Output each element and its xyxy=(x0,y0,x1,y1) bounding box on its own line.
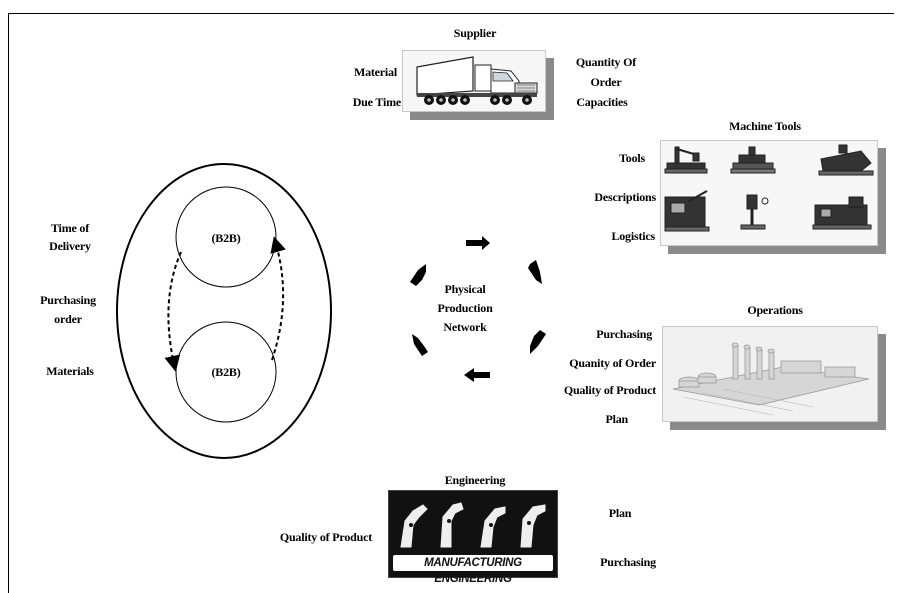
machine-tools-label-logistics: Logistics xyxy=(611,229,655,243)
machine-tools-title: Machine Tools xyxy=(729,119,801,133)
machine-tools-image-panel xyxy=(660,140,878,246)
b2b-label-order: order xyxy=(54,312,82,326)
b2b-bottom-label: (B2B) xyxy=(211,365,241,379)
engineering-label-purchasing: Purchasing xyxy=(600,555,656,569)
supplier-label-due-time: Due Time xyxy=(352,95,401,109)
network-arrow-south xyxy=(530,330,546,354)
supplier-label-order: Order xyxy=(590,75,622,89)
b2b-label-materials: Materials xyxy=(46,364,94,378)
network-arrow-southwest xyxy=(412,334,428,356)
network-arrow-north xyxy=(410,264,426,286)
b2b-label-delivery: Delivery xyxy=(49,239,91,253)
machine-tools-icon xyxy=(664,144,874,232)
network-label-network: Network xyxy=(443,320,487,334)
operations-label-plan: Plan xyxy=(605,412,628,426)
network-arrow-west xyxy=(464,368,490,382)
operations-label-quality-of-product: Quality of Product xyxy=(563,383,656,397)
diagram-frame xyxy=(8,13,894,593)
operations-label-quanity-of-order: Quanity of Order xyxy=(569,356,656,370)
supplier-label-capacities: Capacities xyxy=(576,95,628,109)
truck-icon xyxy=(416,56,538,105)
b2b-outer-ellipse xyxy=(116,163,332,459)
engineering-image-panel: MANUFACTURING ENGINEERING xyxy=(388,490,558,585)
machine-tools-label-descriptions: Descriptions xyxy=(594,190,656,204)
b2b-arrow-down xyxy=(164,251,182,372)
b2b-top-label: (B2B) xyxy=(211,231,241,245)
engineering-banner: MANUFACTURING ENGINEERING xyxy=(393,555,553,585)
machine-tools-label-tools: Tools xyxy=(619,151,645,165)
network-arrows xyxy=(410,236,546,382)
factory-icon xyxy=(672,342,870,416)
engineering-label-plan: Plan xyxy=(608,506,632,520)
b2b-label-time-of: Time of xyxy=(50,221,90,235)
engineering-label-quality-of-product: Quality of Product xyxy=(279,530,372,544)
operations-label-purchasing: Purchasing xyxy=(596,327,652,341)
b2b-bottom-circle xyxy=(175,321,277,423)
operations-title: Operations xyxy=(747,303,803,317)
supplier-title: Supplier xyxy=(453,26,497,40)
robot-arms-icon xyxy=(400,502,546,548)
network-arrow-southeast xyxy=(528,260,542,284)
supplier-label-quantity-of: Quantity Of xyxy=(575,55,637,69)
engineering-title: Engineering xyxy=(444,473,506,487)
supplier-label-material: Material xyxy=(353,65,397,79)
supplier-image-panel xyxy=(402,50,546,112)
network-arrow-east xyxy=(466,236,490,250)
b2b-label-purchasing: Purchasing xyxy=(40,293,96,307)
operations-image-panel xyxy=(662,326,878,422)
b2b-arrow-up xyxy=(270,236,286,361)
network-label-physical: Physical xyxy=(444,282,486,296)
network-label-production: Production xyxy=(437,301,493,315)
